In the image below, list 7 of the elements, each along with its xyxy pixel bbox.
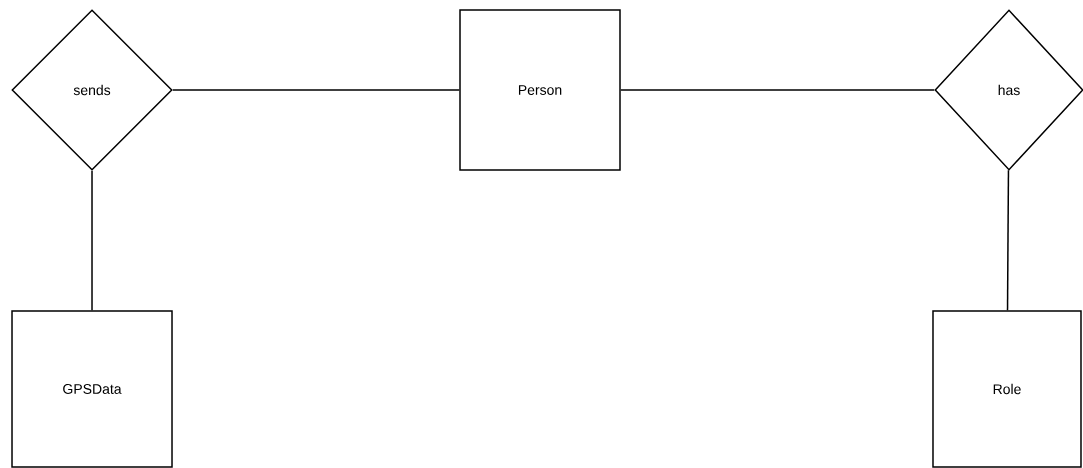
entity-box: Role: [932, 310, 1082, 468]
entity-box: GPSData: [11, 310, 173, 468]
entity-box: Person: [459, 9, 621, 171]
connector-line: [91, 170, 93, 311]
connector-line: [620, 89, 935, 91]
connector-line: [1006, 169, 1010, 311]
connector-line: [172, 89, 460, 91]
